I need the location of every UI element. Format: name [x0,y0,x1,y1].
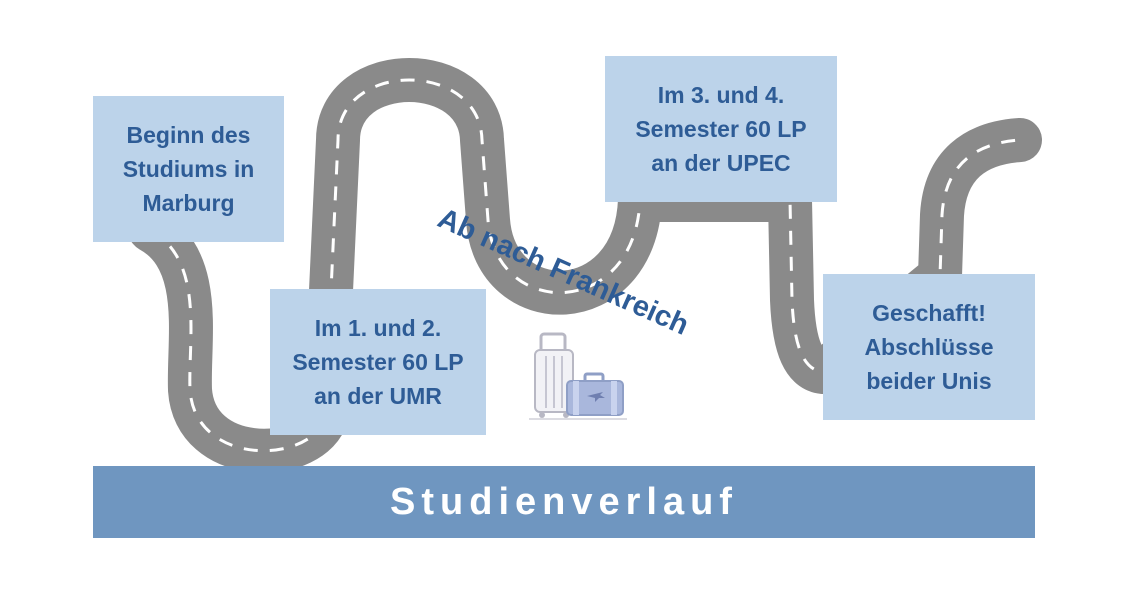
step-text-line: Semester 60 LP [635,116,807,142]
step-text-line: Im 3. und 4. [657,82,785,108]
step-text-line: Studiums in [122,156,255,182]
step-text-line: an der UPEC [651,150,791,176]
step-semester-1-2-umr: Im 1. und 2. Semester 60 LP an der UMR [270,289,486,435]
road-center-line [149,78,1021,453]
step-text-line: an der UMR [314,383,442,409]
banner-title: Studienverlauf [93,466,1035,538]
step-text-line: Semester 60 LP [292,349,464,375]
step-text-line: beider Unis [866,368,992,394]
step-text-line: Abschlüsse [864,334,994,360]
step-text-line: Im 1. und 2. [314,315,442,341]
luggage-icon [529,332,627,420]
step-text-line: Beginn des [126,122,251,148]
step-semester-3-4-upec: Im 3. und 4. Semester 60 LP an der UPEC [605,56,837,202]
step-text-line: Marburg [142,190,235,216]
step-text-line: Geschafft! [872,300,986,326]
step-graduation: Geschafft! Abschlüsse beider Unis [823,274,1035,420]
step-start-marburg: Beginn des Studiums in Marburg [93,96,284,242]
